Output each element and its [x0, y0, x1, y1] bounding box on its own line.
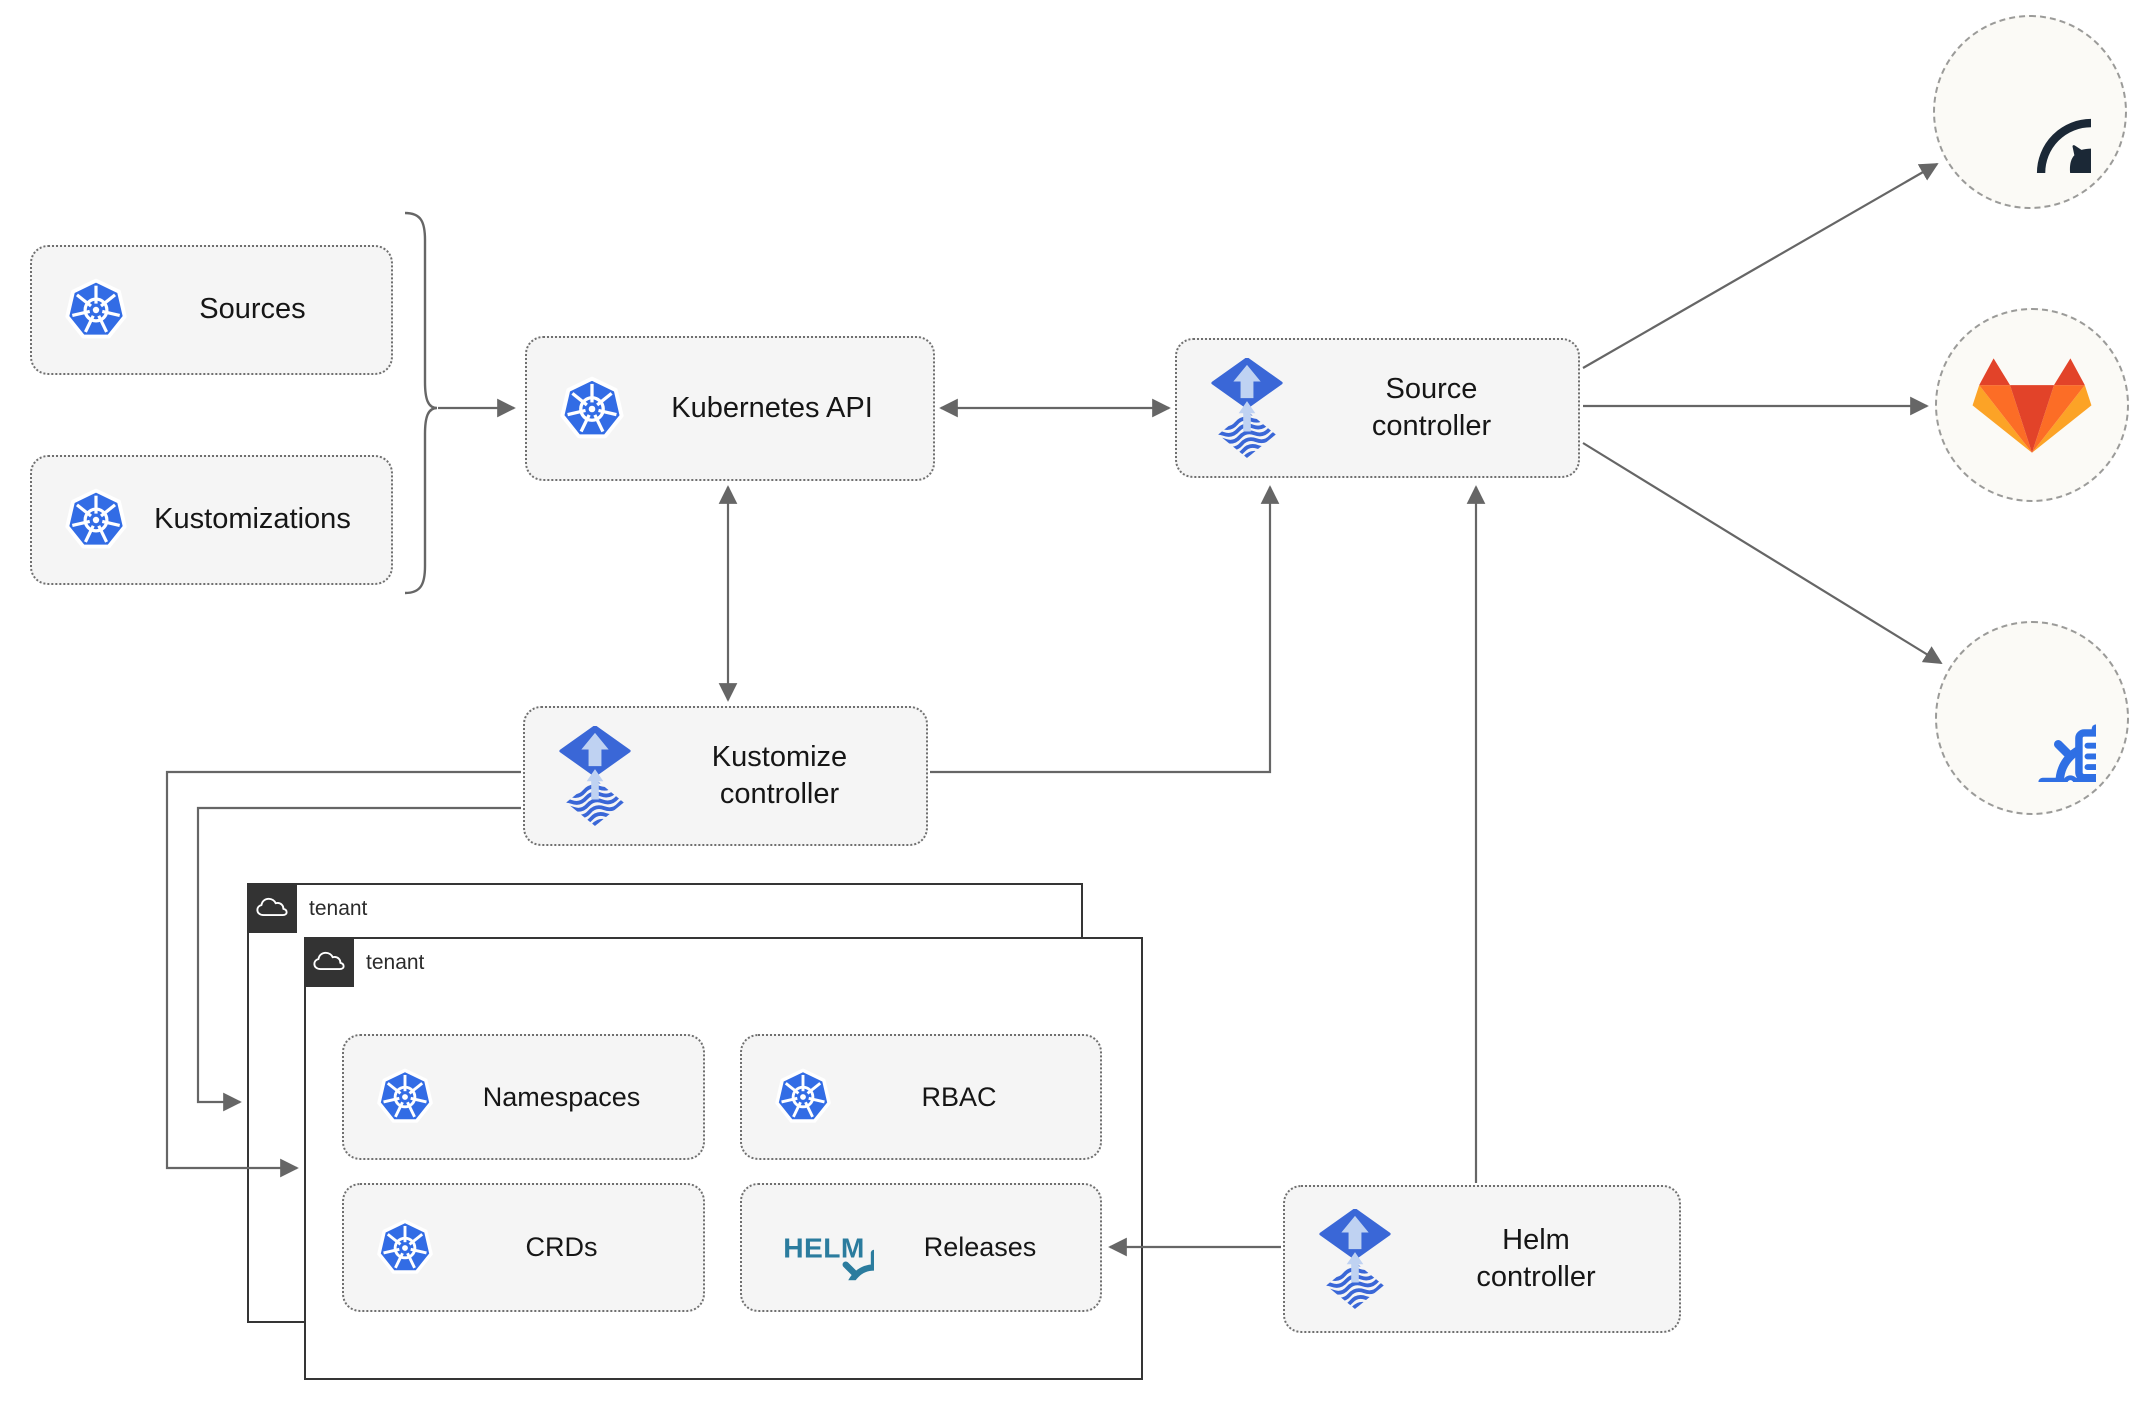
edge-source-to-chart-repository	[1582, 442, 1943, 664]
kubernetes-api-label: Kubernetes API	[671, 391, 873, 424]
kubernetes-icon	[376, 1068, 434, 1126]
tenant-outer-badge	[246, 882, 297, 933]
kubernetes-icon	[774, 1068, 832, 1126]
edge-kustomize-to-source-controller	[930, 485, 1280, 774]
flux-icon	[1209, 358, 1285, 458]
chart-repository-node	[1935, 621, 2129, 815]
kustomizations-node: Kustomizations	[30, 455, 393, 585]
source-controller-label: Source controller	[1371, 372, 1492, 442]
kustomize-controller-label: Kustomize controller	[711, 740, 848, 810]
kustomize-controller-node: Kustomize controller	[523, 706, 928, 846]
kustomizations-label: Kustomizations	[154, 503, 351, 536]
namespaces-label: Namespaces	[482, 1081, 641, 1112]
rbac-label: RBAC	[921, 1081, 997, 1112]
releases-node: HELM Releases	[740, 1183, 1102, 1312]
helm-wordmark: HELM	[783, 1232, 865, 1264]
edge-source-to-github	[1582, 163, 1939, 369]
rbac-node: RBAC	[740, 1034, 1102, 1160]
releases-label: Releases	[923, 1232, 1037, 1263]
gitlab-node	[1935, 308, 2129, 502]
chartmuseum-icon	[1968, 654, 2096, 782]
kubernetes-icon	[64, 278, 128, 342]
cloud-icon	[255, 895, 289, 920]
kubernetes-icon	[64, 488, 128, 552]
helm-controller-node: Helm controller	[1283, 1185, 1681, 1333]
github-icon	[1969, 51, 2091, 173]
kubernetes-api-node: Kubernetes API	[525, 336, 935, 481]
flux-icon	[557, 726, 633, 826]
tenant-inner-badge	[303, 936, 354, 987]
tenant-outer-label: tenant	[309, 897, 368, 920]
gitlab-icon	[1972, 358, 2092, 453]
helm-controller-label: Helm controller	[1476, 1223, 1596, 1293]
sources-label: Sources	[199, 293, 306, 326]
namespaces-node: Namespaces	[342, 1034, 705, 1160]
github-node	[1933, 15, 2127, 209]
kubernetes-icon	[376, 1219, 434, 1277]
kubernetes-icon	[559, 376, 625, 442]
cloud-icon	[312, 949, 346, 974]
crds-node: CRDs	[342, 1183, 705, 1312]
sources-node: Sources	[30, 245, 393, 375]
tenant-inner-label: tenant	[366, 951, 425, 974]
helm-icon: HELM	[783, 1232, 874, 1293]
brace-sources-group	[404, 211, 438, 595]
source-controller-node: Source controller	[1175, 338, 1580, 478]
flux-icon	[1317, 1209, 1393, 1309]
crds-label: CRDs	[525, 1232, 598, 1263]
